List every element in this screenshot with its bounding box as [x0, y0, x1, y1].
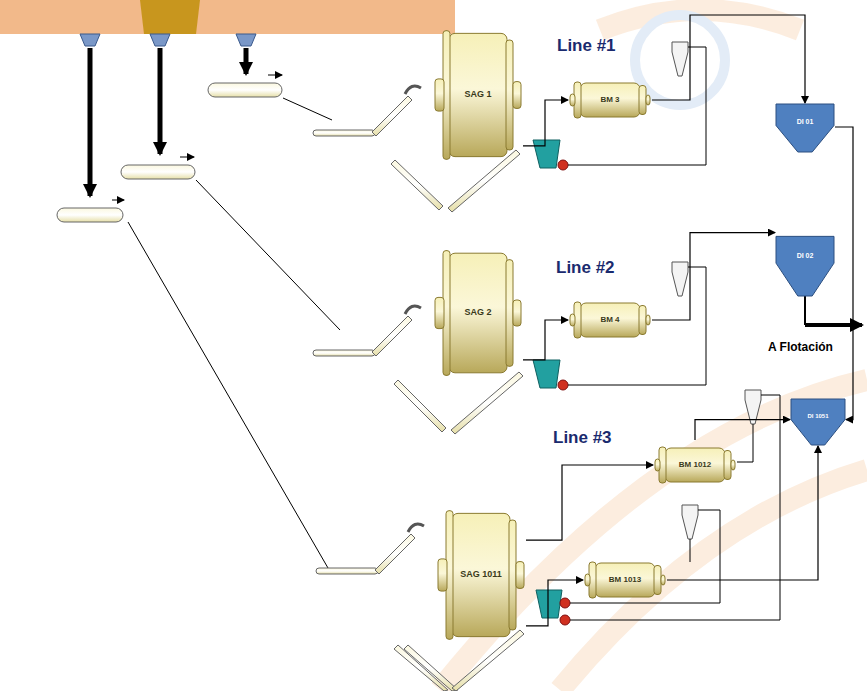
shape-outline	[790, 398, 846, 446]
sag-mill: SAG 1	[433, 28, 523, 162]
distributor-hopper: DI 02	[775, 205, 835, 297]
slurry-line	[652, 15, 805, 103]
equipment-tag: DI 1051	[807, 413, 828, 420]
equipment-tag: BM 3	[600, 96, 619, 105]
slurry-line	[523, 100, 568, 146]
distributor-hopper: DI 01	[775, 103, 835, 153]
equipment-tag: SAG 1	[464, 90, 491, 100]
ball-mill: BM 4	[568, 295, 652, 345]
equipment-tag: DI 02	[797, 252, 814, 260]
ball-mill: BM 1012	[653, 440, 737, 490]
equipment-tag: BM 4	[600, 316, 619, 325]
equipment-tag: BM 1012	[679, 461, 711, 470]
slurry-line	[526, 580, 583, 626]
distributor-hopper: DI 1051	[790, 398, 846, 446]
shape-outline	[775, 103, 835, 153]
sag-mill: SAG 2	[433, 248, 523, 378]
slurry-line	[652, 233, 775, 320]
slurry-line	[667, 446, 818, 580]
equipment-tag: SAG 2	[464, 308, 491, 318]
ball-mill: BM 1013	[583, 555, 667, 605]
slurry-line	[695, 420, 790, 440]
slurry-line	[526, 465, 653, 540]
equipment-tag: SAG 1011	[460, 570, 502, 580]
sag-mill: SAG 1011	[436, 508, 526, 642]
slurry-line	[835, 127, 853, 420]
line-label: Line #3	[553, 428, 612, 448]
equipment-tag: BM 1013	[609, 576, 641, 585]
slurry-line	[523, 320, 568, 360]
equipment-tag: DI 01	[797, 118, 814, 126]
line-label: Line #2	[556, 258, 615, 278]
ball-mill: BM 3	[568, 75, 652, 125]
line-label: Line #1	[557, 36, 616, 56]
shape-outline	[775, 205, 835, 297]
destination-label: A Flotación	[768, 340, 833, 354]
